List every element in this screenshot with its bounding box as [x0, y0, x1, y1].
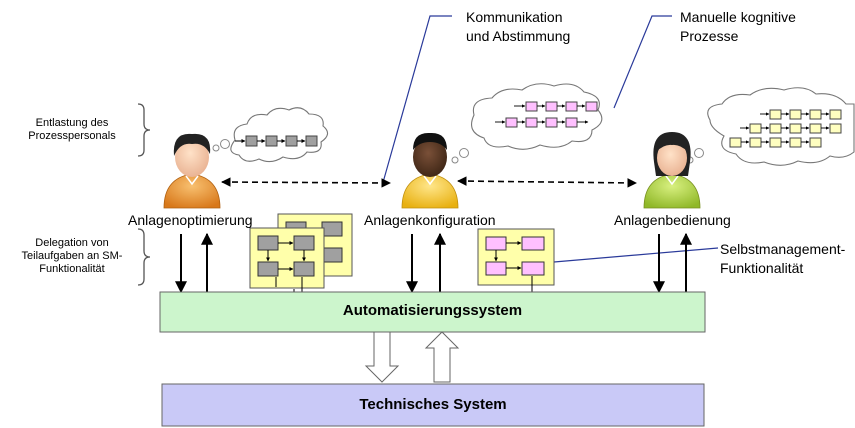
vertical-arrows: [175, 232, 692, 294]
thought-cloud-2: [451, 83, 603, 164]
person-optimization-icon: [163, 133, 221, 209]
cloud-3-blocks: [729, 109, 842, 148]
delegation-label: Delegation von Teilaufgaben an SM- Funkt…: [8, 237, 136, 276]
role-operation-label: Anlagenbedienung: [614, 212, 731, 228]
brace-delegation: [137, 228, 151, 286]
callout-communication-line-1: Kommunikation: [466, 9, 563, 25]
cloud-2-blocks: [505, 101, 598, 128]
callout-line-self-management: [553, 247, 719, 263]
role-optimization-label: Anlagenoptimierung: [128, 212, 253, 228]
callout-communication-line-2: und Abstimmung: [466, 28, 571, 44]
callout-cognitive: Manuelle kognitive Prozesse: [680, 8, 796, 46]
callout-line-cognitive: [613, 15, 672, 109]
delegation-label-line-1: Delegation von: [35, 237, 109, 249]
callout-cognitive-line-2: Prozesse: [680, 28, 739, 44]
cloud-3-arrows: [740, 112, 830, 144]
person-operation-icon: [643, 132, 701, 209]
hollow-arrow-up: [424, 331, 460, 383]
sm-module-left-front: [249, 227, 325, 297]
callout-cognitive-line-1: Manuelle kognitive: [680, 9, 796, 25]
dashed-arrow-right: [457, 176, 637, 188]
automation-system-box: [159, 291, 706, 333]
delegation-label-line-3: Funktionalität: [39, 263, 105, 275]
relief-label: Entlastung des Prozesspersonals: [10, 117, 134, 143]
hollow-arrow-down: [364, 331, 400, 383]
cloud-1-blocks: [235, 135, 318, 147]
brace-relief: [137, 103, 151, 157]
dashed-arrow-left: [221, 177, 391, 188]
callout-self-management-line-1: Selbstmanagement-: [720, 241, 846, 257]
person-configuration-icon: [401, 132, 459, 209]
callout-self-management: Selbstmanagement- Funktionalität: [720, 240, 845, 278]
technical-system-label: Technisches System: [359, 396, 507, 413]
technical-system-box: [161, 383, 705, 427]
automation-system-label: Automatisierungssystem: [342, 302, 523, 319]
relief-label-line-1: Entlastung des: [35, 117, 109, 129]
callout-self-management-line-2: Funktionalität: [720, 260, 804, 276]
delegation-label-line-2: Teilaufgaben an SM-: [21, 250, 123, 262]
role-configuration-label: Anlagenkonfiguration: [364, 212, 496, 228]
thought-cloud-1: [212, 107, 329, 163]
cloud-2-arrows: [495, 104, 589, 124]
callout-line-communication: [381, 15, 452, 187]
sm-module-middle: [477, 228, 555, 297]
callout-communication: Kommunikation und Abstimmung: [466, 8, 570, 46]
relief-label-line-2: Prozesspersonals: [28, 130, 116, 142]
